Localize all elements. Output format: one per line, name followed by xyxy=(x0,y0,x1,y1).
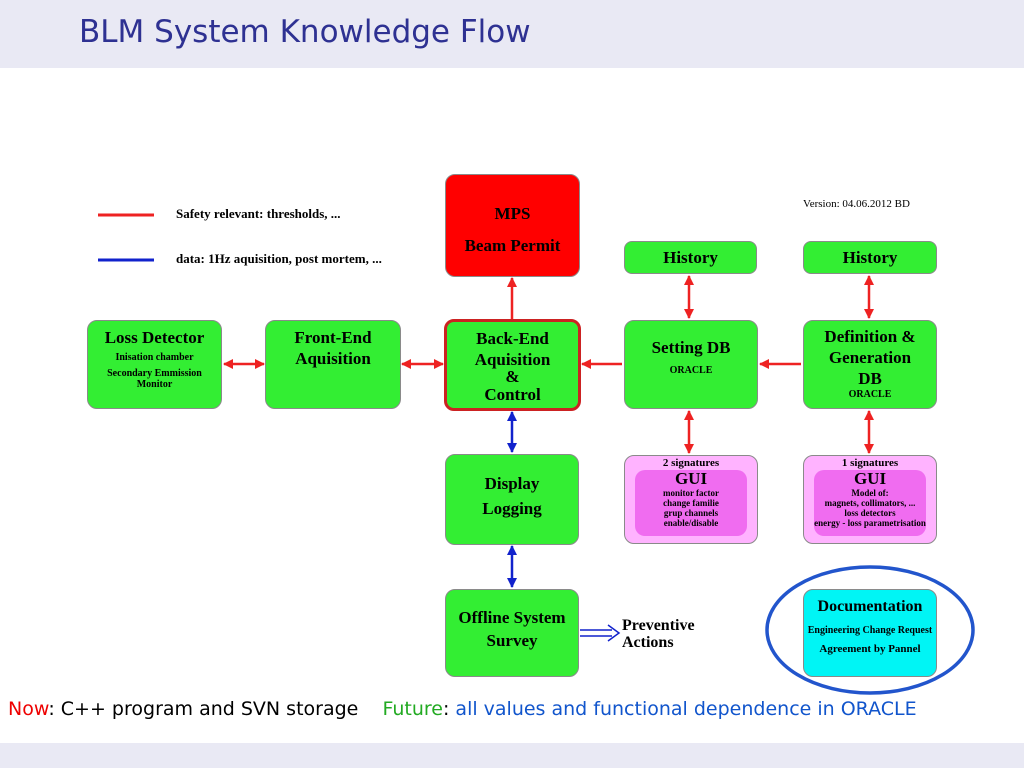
history-box-definition: History xyxy=(803,241,937,274)
mps-line1: MPS xyxy=(494,204,531,223)
definition-line1: Definition & xyxy=(824,327,916,346)
history-label: History xyxy=(842,248,898,267)
gui-item: change familie xyxy=(663,498,719,508)
offline-line1: Offline System xyxy=(458,608,566,627)
backend-line2: Aquisition xyxy=(474,350,551,369)
title-bar: BLM System Knowledge Flow xyxy=(0,0,1024,68)
preventive-line1: Preventive xyxy=(622,617,695,634)
arrow-offline-preventive-head xyxy=(607,624,621,642)
definition-db-box: Definition & Generation DB ORACLE xyxy=(803,320,937,409)
documentation-line2: Agreement by Pannel xyxy=(819,643,921,655)
frontend-line2: Aquisition xyxy=(295,349,371,368)
gui-signatures: 1 signatures xyxy=(841,457,899,469)
offline-survey-box: Offline System Survey xyxy=(445,589,579,677)
documentation-line1: Engineering Change Request xyxy=(807,625,933,636)
now-text: : C++ program and SVN storage xyxy=(48,698,359,720)
mps-line2: Beam Permit xyxy=(464,236,561,255)
documentation-box: Documentation Engineering Change Request… xyxy=(803,589,937,677)
history-box-setting: History xyxy=(624,241,757,274)
gui-title: GUI xyxy=(674,469,708,488)
gui-item: enable/disable xyxy=(663,518,719,528)
setting-db-title: Setting DB xyxy=(651,338,731,357)
display-line1: Display xyxy=(484,474,540,493)
future-label: Future xyxy=(382,698,443,720)
gui-signatures: 2 signatures xyxy=(662,457,720,469)
status-summary: Now: C++ program and SVN storage Future:… xyxy=(8,698,917,720)
version-label: Version: 04.06.2012 BD xyxy=(803,198,910,210)
gui-item: grup channels xyxy=(663,508,719,518)
gui-item: energy - loss parametrisation xyxy=(814,518,926,528)
page-title: BLM System Knowledge Flow xyxy=(79,14,531,50)
frontend-line1: Front-End xyxy=(294,328,372,347)
setting-db-oracle: ORACLE xyxy=(669,365,713,376)
definition-line3: DB xyxy=(858,369,882,388)
preventive-line2: Actions xyxy=(622,634,674,651)
loss-detector-line1: Inisation chamber xyxy=(115,352,194,363)
backend-line3: & xyxy=(505,367,520,386)
mps-box: MPS Beam Permit xyxy=(445,174,580,277)
documentation-highlight-ellipse xyxy=(765,565,975,695)
loss-detector-box: Loss Detector Inisation chamber Secondar… xyxy=(87,320,222,409)
gui-item: loss detectors xyxy=(844,508,896,518)
backend-line4: Control xyxy=(484,385,541,404)
gui-title: GUI xyxy=(853,469,887,488)
loss-detector-line2: Secondary Emmission xyxy=(107,368,202,379)
history-label: History xyxy=(663,248,718,267)
backend-line1: Back-End xyxy=(476,329,549,348)
gui-item: monitor factor xyxy=(662,488,720,498)
now-label: Now xyxy=(8,698,49,720)
display-logging-box: Display Logging xyxy=(445,454,579,545)
frontend-acquisition-box: Front-End Aquisition xyxy=(265,320,401,409)
display-line2: Logging xyxy=(482,499,542,518)
loss-detector-title: Loss Detector xyxy=(104,328,205,347)
documentation-title: Documentation xyxy=(817,598,923,615)
gui-item: Model of: xyxy=(851,488,889,498)
gui-item: magnets, collimators, ... xyxy=(824,498,916,508)
gui-inner-panel: GUI monitor factor change familie grup c… xyxy=(635,470,747,536)
backend-control-box: Back-End Aquisition & Control xyxy=(444,319,581,411)
future-separator: : xyxy=(442,698,450,720)
gui-box-definition: 1 signatures GUI Model of: magnets, coll… xyxy=(803,455,937,544)
gui-box-setting: 2 signatures GUI monitor factor change f… xyxy=(624,455,758,544)
setting-db-box: Setting DB ORACLE xyxy=(624,320,758,409)
legend-data-label: data: 1Hz aquisition, post mortem, ... xyxy=(176,251,382,266)
loss-detector-line3: Monitor xyxy=(136,379,173,390)
footer-band xyxy=(0,743,1024,768)
future-text: all values and functional dependence in … xyxy=(455,698,917,720)
definition-oracle: ORACLE xyxy=(848,389,892,400)
gui-text-group: GUI Model of: magnets, collimators, ... … xyxy=(804,469,936,529)
offline-line2: Survey xyxy=(486,631,538,650)
gui-inner-panel xyxy=(814,470,926,536)
legend-safety-label: Safety relevant: thresholds, ... xyxy=(176,206,341,221)
preventive-actions-label: Preventive Actions xyxy=(622,617,695,651)
definition-line2: Generation xyxy=(828,348,912,367)
